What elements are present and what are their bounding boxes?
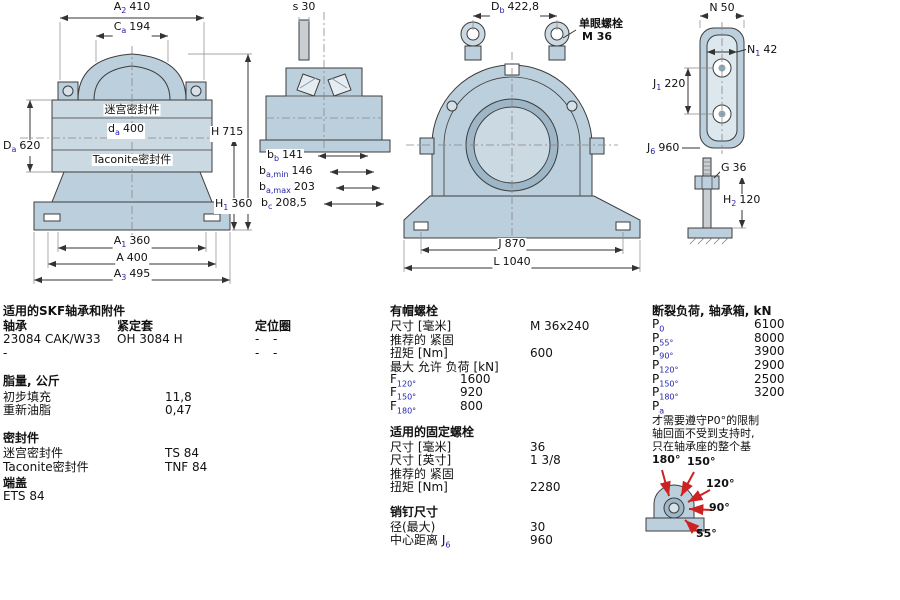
spec-row: F120°1600 xyxy=(390,372,491,389)
main-view-drawing xyxy=(403,12,641,272)
bearings-header-row: 轴承紧定套定位圈 xyxy=(3,319,292,333)
spec-row: P180°3200 xyxy=(652,385,785,402)
angle-label-55: 55° xyxy=(696,527,717,540)
spec-row: Pa xyxy=(652,399,665,416)
breaking-loads-note-line: 才需要遵守P0°的限制 xyxy=(652,414,760,427)
angle-label-120: 120° xyxy=(706,477,735,490)
spec-row: 尺寸 [毫米]36 xyxy=(390,440,546,454)
spec-row: F180°800 xyxy=(390,399,483,416)
spec-row: 推荐的 紧固 xyxy=(390,333,454,347)
breaking-loads-section-title: 断裂负荷, 轴承箱, kN xyxy=(652,304,772,318)
labyrinth-seal-label: 迷宫密封件 xyxy=(103,103,161,116)
taconite-seal-label: Taconite密封件 xyxy=(91,153,173,166)
angle-label-90: 90° xyxy=(709,501,730,514)
spec-row: 尺寸 [毫米]M 36x240 xyxy=(390,319,590,333)
end-cover-section-title: 端盖 xyxy=(3,476,28,490)
spec-row: F150°920 xyxy=(390,385,483,402)
bearings-row: --- xyxy=(3,346,278,360)
spec-row: P55°8000 xyxy=(652,331,785,348)
spec-row: ETS 84 xyxy=(3,489,45,503)
spec-row: P150°2500 xyxy=(652,372,785,389)
cap-bolts-section-title: 有帽螺栓 xyxy=(390,304,439,318)
spec-row: 尺寸 [英寸]1 3/8 xyxy=(390,453,561,467)
spec-row: 扭矩 [Nm]2280 xyxy=(390,480,561,494)
spec-row: 扭矩 [Nm]600 xyxy=(390,346,553,360)
angle-label-150: 150° xyxy=(687,455,716,468)
seals-section-title: 密封件 xyxy=(3,431,40,445)
breaking-loads-note-line: 轴回面不受到支持时, xyxy=(652,427,755,440)
angle-limits-diagram xyxy=(645,469,713,535)
spec-row: 推荐的 紧固 xyxy=(390,467,454,481)
eye-bolt-size-label: M 36 xyxy=(581,30,614,43)
eye-bolt-label: 单眼螺栓 xyxy=(578,17,624,30)
angle-label-180: 180° xyxy=(652,453,681,466)
spec-row: 最大 允许 负荷 [kN] xyxy=(390,360,499,374)
pins-section-title: 销钉尺寸 xyxy=(390,505,439,519)
grease-section-title: 脂量, 公斤 xyxy=(3,374,60,388)
side-view-drawing xyxy=(682,12,749,245)
breaking-loads-note-line: 只在轴承座的整个基 xyxy=(652,440,751,453)
bearings-section-title: 适用的SKF轴承和附件 xyxy=(3,304,126,318)
spec-row: P90°3900 xyxy=(652,344,785,361)
fixing-bolts-section-title: 适用的固定螺栓 xyxy=(390,425,475,439)
spec-row: 径(最大)30 xyxy=(390,520,546,534)
spec-row: P120°2900 xyxy=(652,358,785,375)
